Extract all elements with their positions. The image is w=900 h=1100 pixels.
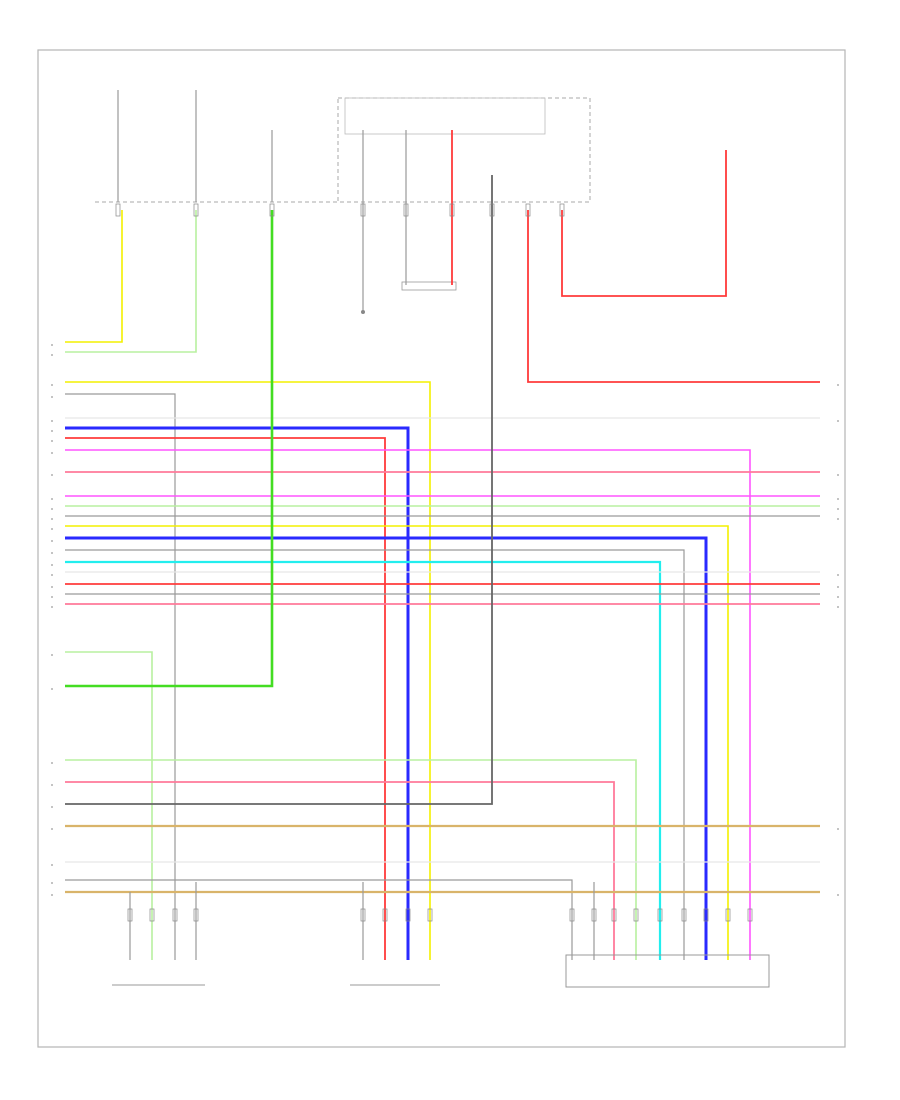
module-inner-box (344, 97, 546, 135)
connector-pin-17 (569, 908, 575, 922)
right-terminals (837, 384, 839, 896)
connector-marks-group (115, 203, 753, 922)
wire-w2 (65, 210, 197, 353)
wire-w21 (65, 651, 153, 960)
connector-pin-2 (269, 203, 275, 217)
connector-pin-14 (382, 908, 388, 922)
wire-w22 (65, 210, 274, 688)
connector-pin-4 (403, 203, 409, 217)
connector-pin-7 (525, 203, 531, 217)
component-box-right (565, 954, 770, 988)
wire-w28 (65, 879, 573, 960)
ground-symbol (361, 310, 365, 314)
wire-w7 (65, 437, 386, 960)
wire-w8 (65, 449, 751, 960)
diagram-frame (37, 49, 846, 1048)
wire-w1 (65, 210, 123, 343)
wire-w31 (561, 150, 727, 297)
wire-w15 (65, 549, 685, 960)
connector-pin-22 (681, 908, 687, 922)
connector-pin-1 (193, 203, 199, 217)
wire-w14 (65, 536, 708, 960)
connector-pin-8 (559, 203, 565, 217)
connector-pin-13 (360, 908, 366, 922)
connector-pin-18 (591, 908, 597, 922)
connector-pin-25 (747, 908, 753, 922)
connector-pin-11 (172, 908, 178, 922)
wire-w25 (65, 175, 493, 805)
connector-pin-19 (611, 908, 617, 922)
connector-pin-12 (193, 908, 199, 922)
connector-pin-16 (427, 908, 433, 922)
connector-pin-5 (449, 203, 455, 217)
connector-pin-9 (127, 908, 133, 922)
connector-pin-10 (149, 908, 155, 922)
left-terminals (51, 344, 53, 896)
connector-pin-24 (725, 908, 731, 922)
connector-pin-21 (657, 908, 663, 922)
connector-pin-23 (703, 908, 709, 922)
wire-w16 (65, 560, 662, 960)
module-box (337, 97, 591, 203)
connector-pin-15 (405, 908, 411, 922)
wire-w3 (65, 381, 431, 960)
connector-pin-3 (360, 203, 366, 217)
wire-w23 (65, 759, 637, 960)
connector-pin-6 (489, 203, 495, 217)
wire-w13 (65, 525, 729, 960)
wire-w24 (65, 781, 615, 960)
wire-w4 (65, 393, 176, 960)
connector-pin-20 (633, 908, 639, 922)
wire-w30 (527, 210, 820, 383)
connector-pin-0 (115, 203, 121, 217)
sensor-connector-box (401, 281, 457, 291)
wires-group (65, 130, 820, 960)
